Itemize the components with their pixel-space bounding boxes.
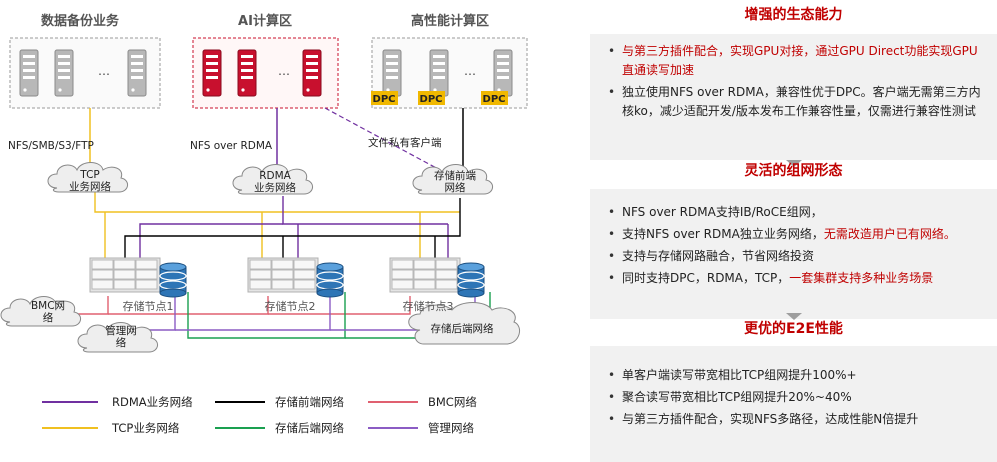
- panel-list-network: NFS over RDMA支持IB/RoCE组网， 支持NFS over RDMA…: [590, 203, 997, 288]
- dots-ai: …: [278, 64, 290, 78]
- protocol-ai: NFS over RDMA: [190, 140, 273, 152]
- bullet-text: NFS over RDMA支持IB/RoCE组网，: [622, 205, 823, 219]
- bullet-item: 与第三方插件配合，实现NFS多路径，达成性能N倍提升: [608, 410, 987, 429]
- zone-title-ai: AI计算区: [238, 13, 292, 29]
- cloud-bmc-line1: BMC网: [31, 300, 65, 312]
- bullet-item: 支持与存储网路融合，节省网络投资: [608, 247, 987, 266]
- panel-performance: 单客户端读写带宽相比TCP组网提升100%+ 聚合读写带宽相比TCP组网提升20%…: [590, 346, 997, 462]
- bullet-text: 同时支持DPC，RDMA，TCP，: [622, 271, 790, 285]
- cloud-rdma-line2: 业务网络: [254, 181, 296, 194]
- protocol-backup: NFS/SMB/S3/FTP: [8, 140, 94, 152]
- cloud-tcp-line2: 业务网络: [69, 180, 111, 193]
- zone-title-hpc: 高性能计算区: [411, 13, 489, 29]
- bullet-text: 单客户端读写带宽相比TCP组网提升100%+: [622, 368, 857, 382]
- zone-title-backup: 数据备份业务: [41, 13, 120, 29]
- legend-mgmt: 管理网络: [428, 421, 474, 435]
- bullet-text: 与第三方插件配合，实现NFS多路径，达成性能N倍提升: [622, 412, 919, 426]
- bullet-item: NFS over RDMA支持IB/RoCE组网，: [608, 203, 987, 222]
- panel-title-performance: 更优的E2E性能: [744, 321, 843, 337]
- bullet-item: 聚合读写带宽相比TCP组网提升20%~40%: [608, 388, 987, 407]
- dpc-badge-3: DPC: [483, 94, 506, 105]
- dpc-badge-1: DPC: [373, 94, 396, 105]
- bullet-item: 与第三方插件配合，实现GPU对接，通过GPU Direct功能实现GPU直通读写…: [608, 42, 987, 80]
- bullet-item: 同时支持DPC，RDMA，TCP，一套集群支持多种业务场景: [608, 269, 987, 288]
- legend-tcp: TCP业务网络: [111, 421, 180, 435]
- bullet-text: 聚合读写带宽相比TCP组网提升20%~40%: [622, 390, 852, 404]
- bullet-text: 无需改造用户已有网络。: [823, 227, 956, 241]
- bullet-item: 独立使用NFS over RDMA，兼容性优于DPC。客户端无需第三方内核ko，…: [608, 83, 987, 121]
- cloud-tcp-line1: TCP: [79, 169, 99, 181]
- bullet-text: 支持与存储网路融合，节省网络投资: [622, 249, 815, 263]
- bullet-text: 支持NFS over RDMA独立业务网络，: [622, 227, 824, 241]
- panel-title-ecosystem: 增强的生态能力: [744, 7, 843, 23]
- storage-node-1: 存储节点1: [123, 299, 174, 313]
- protocol-hpc: 文件私有客户端: [368, 136, 442, 149]
- divider-arrow-1: [786, 160, 802, 167]
- cloud-front-line1: 存储前端: [434, 169, 476, 182]
- bullet-item: 支持NFS over RDMA独立业务网络，无需改造用户已有网络。: [608, 225, 987, 244]
- panel-title-network: 灵活的组网形态: [744, 163, 843, 179]
- cloud-backend-label: 存储后端网络: [431, 322, 494, 335]
- cloud-front-line2: 网络: [445, 181, 466, 194]
- storage-node-2: 存储节点2: [265, 299, 316, 313]
- cloud-mgmt-line1: 管理网: [105, 324, 137, 337]
- dots-hpc: …: [464, 64, 476, 78]
- divider-arrow-2: [786, 313, 802, 320]
- legend-backend: 存储后端网络: [275, 421, 344, 435]
- cloud-bmc-line2: 络: [43, 311, 54, 324]
- panel-list-performance: 单客户端读写带宽相比TCP组网提升100%+ 聚合读写带宽相比TCP组网提升20%…: [590, 366, 997, 429]
- dots-backup: …: [98, 64, 110, 78]
- legend-frontend: 存储前端网络: [275, 395, 344, 409]
- bullet-text: 一套集群支持多种业务场景: [789, 271, 934, 285]
- panel-network: NFS over RDMA支持IB/RoCE组网， 支持NFS over RDMA…: [590, 189, 997, 319]
- network-diagram: 数据备份业务 … AI计算区 … 高性能计算区 … DPC DPC DPC NF…: [0, 13, 528, 435]
- storage-node-3: 存储节点3: [403, 299, 454, 313]
- panel-list-ecosystem: 与第三方插件配合，实现GPU对接，通过GPU Direct功能实现GPU直通读写…: [590, 42, 997, 121]
- legend-rdma: RDMA业务网络: [112, 395, 193, 409]
- cloud-mgmt-line2: 络: [116, 336, 127, 349]
- bullet-item: 单客户端读写带宽相比TCP组网提升100%+: [608, 366, 987, 385]
- bullet-text: 独立使用NFS over RDMA，兼容性优于DPC。客户端无需第三方内核ko，…: [622, 85, 981, 118]
- cloud-backend: [408, 302, 521, 345]
- dpc-badge-2: DPC: [420, 94, 443, 105]
- legend-bmc: BMC网络: [428, 395, 477, 409]
- legend: RDMA业务网络 存储前端网络 BMC网络 TCP业务网络 存储后端网络 管理网…: [42, 395, 477, 435]
- cloud-rdma-line1: RDMA: [259, 170, 291, 182]
- bullet-text: 与第三方插件配合，实现GPU对接，通过GPU Direct功能实现GPU直通读写…: [622, 44, 978, 77]
- panel-ecosystem: 与第三方插件配合，实现GPU对接，通过GPU Direct功能实现GPU直通读写…: [590, 34, 997, 160]
